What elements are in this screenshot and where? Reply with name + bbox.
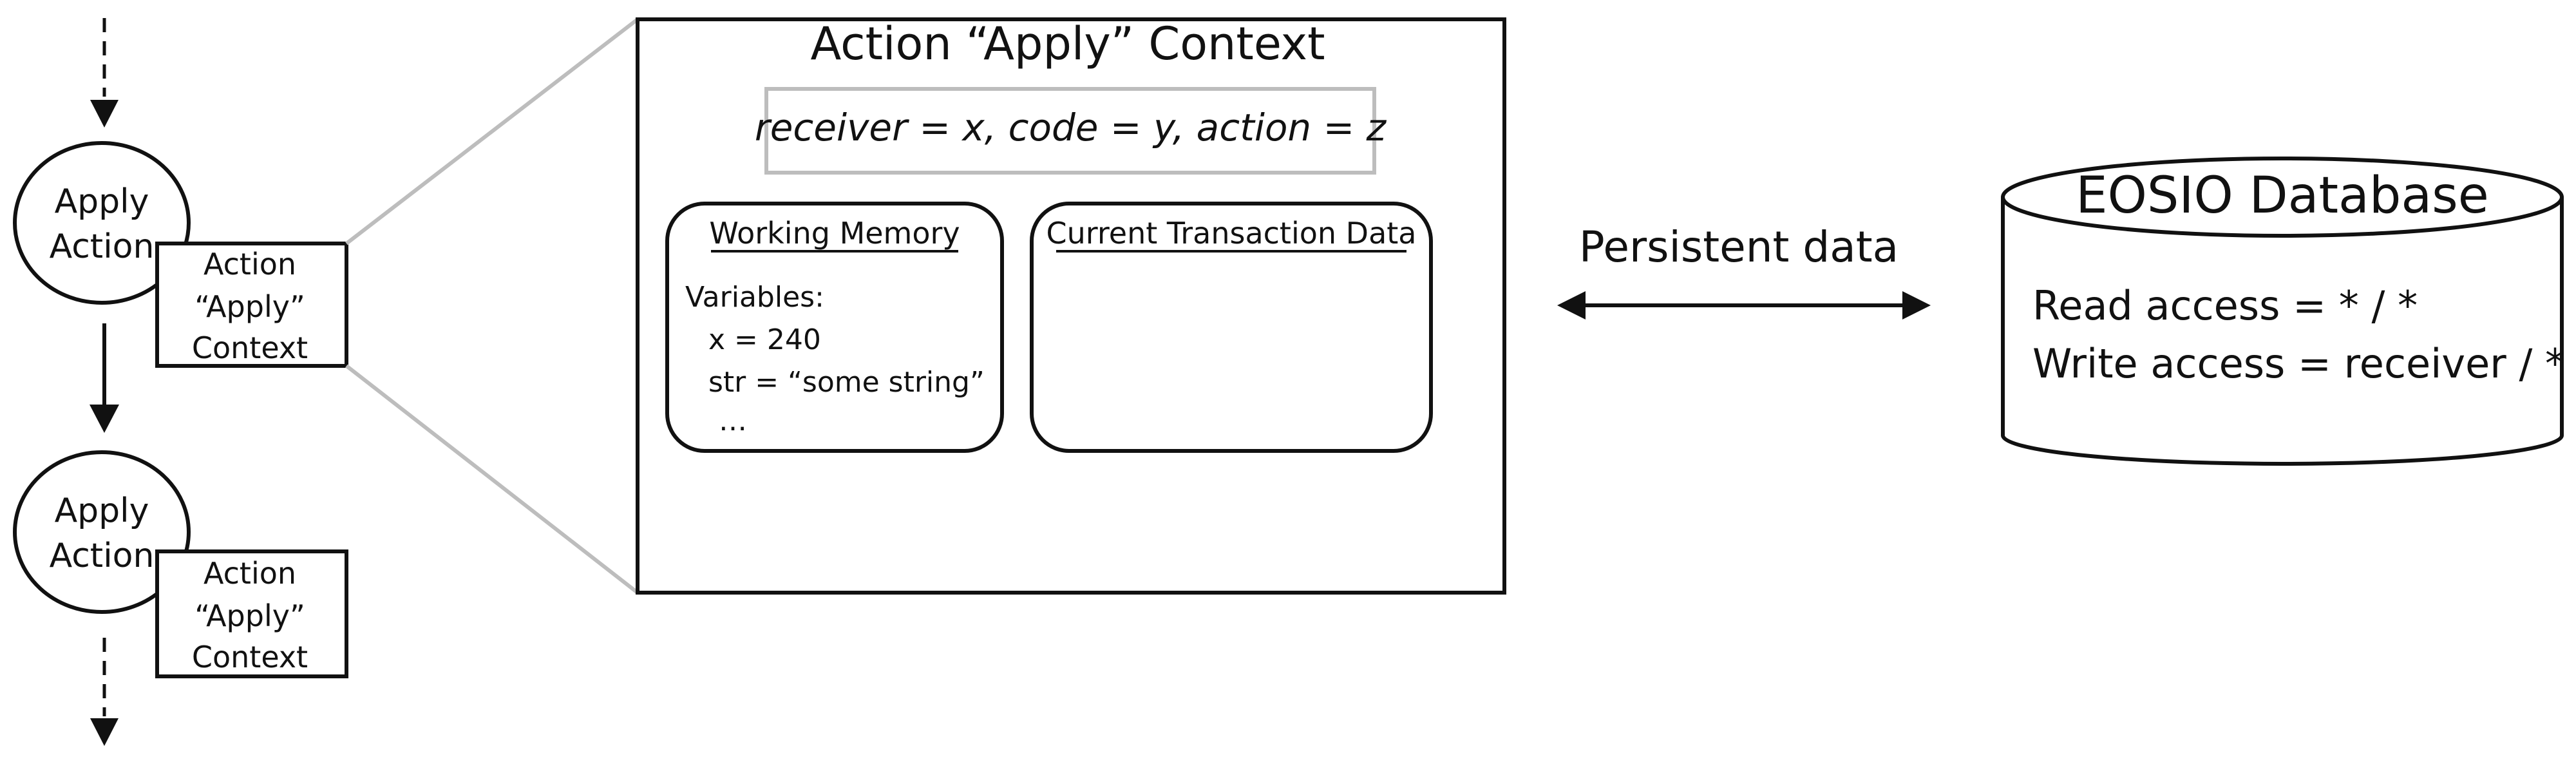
database-top <box>2001 157 2564 238</box>
working-memory-card: Working Memory Variables: x = 240 str = … <box>665 202 1004 453</box>
working-memory-line-4: … <box>719 405 747 437</box>
apply-action-node-2-line1: Apply <box>55 491 149 530</box>
context-params-text: receiver = x, code = y, action = z <box>755 106 1387 149</box>
working-memory-title: Working Memory <box>709 216 960 251</box>
eosio-database-cylinder: EOSIO Database Read access = * / * Write… <box>2001 157 2565 466</box>
apply-context-box-2-line3: Context <box>192 640 308 674</box>
persistent-data-label: Persistent data <box>1579 222 1899 272</box>
apply-context-box-2: Action “Apply” Context <box>155 549 348 678</box>
apply-action-node-2-line2: Action <box>50 537 155 575</box>
incoming-dashed-arrow <box>90 18 118 128</box>
apply-action-node-1: Apply Action <box>13 141 191 305</box>
apply-context-box-2-line1: Action <box>204 556 296 591</box>
apply-action-node-2: Apply Action <box>13 450 191 614</box>
database-read-access: Read access = * / * <box>2032 282 2418 329</box>
context-panel: Action “Apply” Context receiver = x, cod… <box>636 17 1506 595</box>
apply-action-node-1-line1: Apply <box>55 182 149 221</box>
transaction-data-card: Current Transaction Data <box>1030 202 1433 453</box>
database-write-access: Write access = receiver / * <box>2032 340 2565 387</box>
apply-context-box-1-line1: Action <box>204 247 296 282</box>
apply-context-box-1-line2: “Apply” <box>194 289 305 324</box>
apply-context-box-1: Action “Apply” Context <box>155 242 348 368</box>
connector-arrowhead-right <box>1902 291 1931 320</box>
context-panel-title: Action “Apply” Context <box>810 17 1325 70</box>
working-memory-line-1: Variables: <box>685 281 824 314</box>
apply-action-node-1-line2: Action <box>50 227 155 266</box>
apply-context-box-1-line3: Context <box>192 330 308 365</box>
context-params-box <box>764 87 1376 175</box>
working-memory-line-2: x = 240 <box>708 323 821 356</box>
database-title: EOSIO Database <box>2076 167 2489 225</box>
persistent-data-connector: Persistent data <box>1557 222 1931 320</box>
working-memory-line-3: str = “some string” <box>708 366 985 399</box>
step-arrow <box>90 323 119 433</box>
apply-context-box-2-line2: “Apply” <box>194 598 305 633</box>
connector-arrowhead-left <box>1557 291 1586 320</box>
zoom-lines <box>345 17 639 595</box>
outgoing-dashed-arrow <box>90 638 118 746</box>
transaction-data-title: Current Transaction Data <box>1046 216 1417 251</box>
